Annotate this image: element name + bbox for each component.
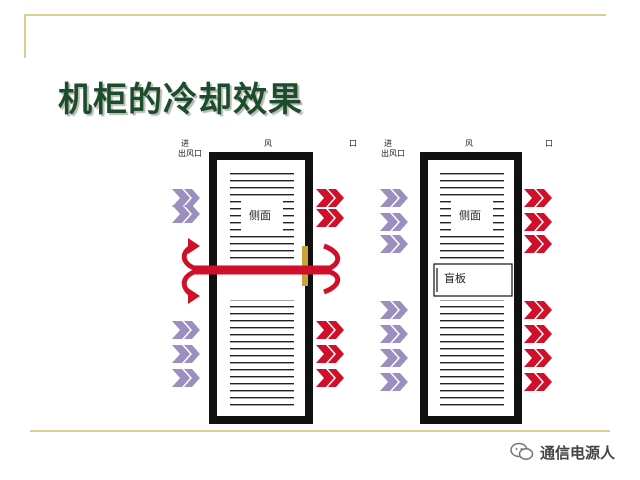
- right-cabinet: 进 出风口 风 口 侧面 盲板: [380, 139, 553, 424]
- watermark: 通信电源人: [510, 440, 615, 464]
- right-cold-arrow-1: [380, 189, 408, 207]
- right-hot-arrow-6: [524, 349, 552, 367]
- slide-frame-left: [24, 14, 26, 58]
- left-cold-arrow-4: [172, 345, 200, 363]
- slide-frame-bottom: [30, 430, 610, 432]
- left-hot-arrow-1: [316, 189, 344, 207]
- left-side-panel: [241, 196, 283, 234]
- right-hot-arrow-2: [524, 213, 552, 231]
- left-cabinet: 进 出风口 风 口 侧面: [172, 139, 357, 424]
- wechat-icon: [510, 442, 534, 460]
- left-hot-arrow-3: [316, 321, 344, 339]
- left-hot-arrow-4: [316, 345, 344, 363]
- right-hot-arrow-1: [524, 189, 552, 207]
- right-side-panel: [451, 196, 493, 234]
- right-label-mouth: 口: [545, 139, 553, 148]
- left-label-inlet: 进: [181, 139, 189, 148]
- left-recirculation-lower: [181, 269, 341, 304]
- left-lower-equipment: [230, 300, 294, 408]
- left-hot-arrow-5: [316, 369, 344, 387]
- right-cold-arrow-7: [380, 373, 408, 391]
- right-hot-arrow-7: [524, 373, 552, 391]
- right-cold-arrow-3: [380, 235, 408, 253]
- left-side-label: 侧面: [249, 209, 271, 222]
- right-hot-arrow-3: [524, 235, 552, 253]
- right-label-wind: 风: [465, 139, 473, 148]
- right-hot-arrow-5: [524, 325, 552, 343]
- slide-title: 机柜的冷却效果: [58, 80, 303, 120]
- left-cold-arrow-5: [172, 369, 200, 387]
- left-label-wind: 风: [264, 139, 272, 148]
- right-blanking-panel: [433, 263, 513, 297]
- left-cold-arrow-3: [172, 321, 200, 339]
- right-label-outlet: 出风口: [381, 148, 405, 158]
- left-cold-arrow-1: [172, 189, 200, 207]
- right-side-label: 侧面: [459, 209, 481, 222]
- right-cold-arrow-5: [380, 325, 408, 343]
- right-cold-arrow-2: [380, 213, 408, 231]
- watermark-text: 通信电源人: [540, 443, 616, 462]
- right-blanking-label: 盲板: [444, 271, 466, 285]
- left-hot-arrow-2: [316, 209, 344, 227]
- right-hot-arrow-4: [524, 301, 552, 319]
- left-label-outlet: 出风口: [178, 148, 202, 158]
- right-lower-equipment: [440, 300, 504, 408]
- right-cold-arrow-6: [380, 349, 408, 367]
- left-cold-arrow-2: [172, 205, 200, 223]
- right-label-inlet: 进: [384, 139, 392, 148]
- right-cold-arrow-4: [380, 301, 408, 319]
- left-label-mouth: 口: [349, 139, 357, 148]
- left-recirculation-upper: [181, 238, 341, 271]
- slide-frame-top: [24, 14, 606, 16]
